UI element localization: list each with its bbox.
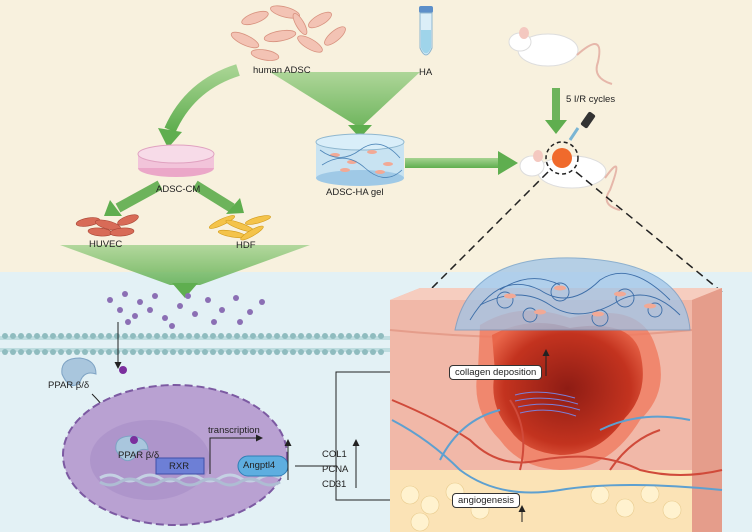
label-pcna: PCNA [322,464,349,475]
hydrogel-cells [504,285,656,317]
label-ha: HA [419,67,433,78]
wound-core [492,322,643,455]
huvec-cells [75,214,139,237]
arrow-funnel-secretome [60,245,310,285]
zoom-line-right [575,171,723,293]
label-huvec: HUVEC [89,239,123,250]
rat-top [508,27,613,85]
label-human-adsc: human ADSC [253,65,311,76]
rxr-box [155,457,205,475]
ppar-receptor-outer [61,357,97,387]
label-angptl4: Angptl4 [243,460,276,471]
ha-tube [419,6,433,56]
label-adsc-ha-gel: ADSC-HA gel [326,187,384,198]
dropper [568,111,596,141]
label-cd31: CD31 [322,479,347,490]
ligand-dot [119,366,127,374]
dna-strand [99,473,281,483]
label-ppar-inner: PPAR β/δ [118,450,160,461]
label-adsc-cm: ADSC-CM [156,184,201,195]
label-angiogenesis: angiogenesis [452,493,520,508]
label-ir-cycles: 5 I/R cycles [566,94,616,105]
adsc-ha-gel-dish [315,133,405,186]
label-ppar-outer: PPAR β/δ [48,380,90,391]
blood-vessels [391,399,723,494]
arrow-funnel-to-gel [270,72,420,128]
adsc-cm-dish [137,144,215,177]
label-hdf: HDF [236,240,256,251]
adsc-cell-cluster [230,5,346,61]
secreted-factors-dots [107,291,265,329]
hdf-cells [208,215,271,241]
arrow-adsc-to-cm [164,64,240,133]
wound-dot [552,148,572,168]
label-transcription: transcription [208,425,260,436]
zoom-line-left [419,171,549,301]
collagen-fibers [514,391,581,417]
arrow-gel-to-rat [405,158,500,168]
hydrogel-dome [454,257,691,331]
label-rxr: RXR [169,461,190,472]
wound-zoom-circle [545,141,579,175]
arrow-cm-to-hdf [192,180,235,213]
rat-wounded [519,141,621,211]
label-col1: COL1 [322,449,347,460]
ppar-receptor-inner [115,435,149,462]
arrow-transcription [209,434,263,474]
label-collagen-deposition: collagen deposition [449,365,543,380]
arrow-cm-to-huvec [115,180,163,213]
hydrogel-network [469,272,681,327]
arrow-ir-cycles [552,88,560,122]
